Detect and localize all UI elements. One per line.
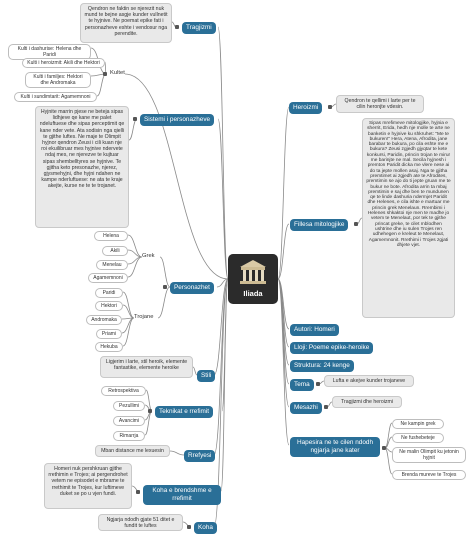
topic-teknikat[interactable]: Teknikat e rrefimit [155, 406, 214, 418]
heroizmi-handle[interactable] [328, 105, 332, 109]
connector-hapesira [384, 422, 393, 449]
teknikat-item[interactable]: Rimarrja [113, 431, 145, 441]
topic-tema[interactable]: Tema [290, 379, 314, 391]
grek-item[interactable]: Helena [94, 231, 128, 241]
mesazhi-note: Tragjizmi dhe heroizmi [332, 396, 402, 409]
hapesira-item[interactable]: Brenda mureve te Trojes [392, 470, 466, 480]
trojane-item[interactable]: Hekuba [95, 342, 123, 352]
topic-personazhet[interactable]: Personazhet [170, 282, 214, 294]
kultet-item[interactable]: Kulti i heroizmit: Akili dhe Hektori [22, 58, 105, 68]
connector-left [220, 278, 229, 492]
connector-note [169, 450, 185, 456]
trojane-item[interactable]: Priami [96, 329, 122, 339]
tema-note: Lufta e akejve kunder trojaneve [324, 375, 414, 388]
topic-heroizmi[interactable]: Heroizmi [289, 102, 323, 114]
kultet-handle[interactable] [103, 72, 107, 76]
topic-rrefyesi[interactable]: Rrefyesi [184, 450, 216, 462]
hapesira-item[interactable]: Ne kampin grek [392, 419, 444, 429]
connector-trojane-item [121, 317, 135, 334]
koha-brendshme-note: Homeri nuk pershkruan gjithe rrethimin e… [44, 463, 132, 509]
connector-left [213, 278, 229, 376]
grek-label[interactable]: Grek [142, 253, 155, 259]
connector-grek-item [127, 256, 143, 278]
fillesa-note: Sipas mrefimeve mitologjike, hyjnia e sh… [362, 118, 455, 318]
connector-left [213, 278, 229, 528]
trojane-label[interactable]: Trojane [134, 314, 154, 320]
connector-trojane-item [122, 317, 135, 347]
stili-note: Ligjerim i larte, stil heroik, elemente … [100, 356, 193, 378]
connector-trojane [157, 286, 171, 319]
connector-note [128, 118, 138, 141]
central-title: Iliada [243, 289, 263, 298]
trojane-item[interactable]: Andromaka [86, 315, 122, 325]
teknikat-item[interactable]: Avancimi [113, 416, 145, 426]
connector-right [277, 278, 290, 446]
connector-right [277, 223, 290, 280]
fillesa-handle[interactable] [354, 222, 358, 226]
grek-item[interactable]: Agamemnoni [88, 273, 128, 283]
connector-left [217, 26, 229, 280]
trojane-item[interactable]: Paridi [95, 288, 123, 298]
hapesira-item[interactable]: Ne fushebeteje [392, 433, 444, 443]
mesazhi-handle[interactable] [324, 405, 328, 409]
topic-mesazhi[interactable]: Mesazhi [290, 402, 322, 414]
connector-right [277, 106, 290, 280]
hapesira-handle[interactable] [382, 446, 386, 450]
topic-koha-brendshme[interactable]: Koha e brendshme e rrefimit [143, 485, 221, 505]
teknikat-item[interactable]: Retrospektiva [101, 386, 146, 396]
kultet-label[interactable]: Kultet [110, 70, 125, 76]
koha-brendshme-handle[interactable] [136, 490, 140, 494]
sistemi-note: Hyjnite marrin pjese ne beteja sipas lid… [35, 106, 129, 228]
kultet-item[interactable]: Kulti i familjes: Hektori dhe Andromaka [25, 72, 91, 88]
personazhet-handle[interactable] [163, 285, 167, 289]
topic-hapesira[interactable]: Hapesira ne te cilen ndodh ngjarja jane … [290, 437, 380, 457]
connector-grek [159, 256, 171, 288]
heroizmi-note: Qendron te qellimi i larte per te cilin … [336, 95, 424, 113]
koha-handle[interactable] [187, 525, 191, 529]
tragjizmi-handle[interactable] [175, 25, 179, 29]
topic-struktura[interactable]: Struktura: 24 kenge [290, 360, 354, 372]
rrefyesi-note: Mban distance me lexuesin [95, 445, 170, 458]
central-topic[interactable]: Iliada [228, 254, 278, 304]
connector-left [124, 73, 229, 280]
connector-left [217, 118, 229, 280]
topic-lloji[interactable]: Lloji: Poeme epike-heroike [290, 342, 374, 354]
topic-stili[interactable]: Stili [197, 370, 216, 382]
connector-left [216, 278, 229, 288]
koha-note: Ngjarja ndodh gjate 51 ditet e fundit te… [98, 514, 183, 531]
topic-autori[interactable]: Autori: Homeri [290, 324, 339, 336]
sistemi-handle[interactable] [133, 117, 137, 121]
grek-item[interactable]: Akili [102, 246, 128, 256]
kultet-item[interactable]: Kulti i sundimtarit: Agamemnoni [14, 92, 97, 102]
trojane-item[interactable]: Hektori [95, 301, 123, 311]
connector-trojane-item [122, 304, 135, 319]
connector-teknikat [145, 389, 153, 412]
topic-koha[interactable]: Koha [194, 522, 217, 534]
grek-item[interactable]: Menelau [96, 260, 128, 270]
connector-trojane-item [122, 291, 135, 319]
tema-handle[interactable] [316, 382, 320, 386]
tragjizmi-note: Qendron ne faktin se njerezit nuk mund t… [80, 3, 172, 43]
topic-tragjizmi[interactable]: Tragjizmi [182, 22, 216, 34]
topic-fillesa[interactable]: Fillesa mitologjike [290, 219, 349, 231]
topic-sistemi[interactable]: Sistemi i personazheve [140, 114, 215, 126]
temple-icon [240, 260, 266, 284]
connector-kultet [96, 73, 107, 97]
teknikat-item[interactable]: Pezullimi [113, 401, 145, 411]
connector-grek-item [127, 234, 143, 258]
hapesira-item[interactable]: Ne malin Olimpit ku jetonin hyjnit [392, 447, 466, 463]
teknikat-handle[interactable] [148, 409, 152, 413]
connector-note [192, 366, 198, 376]
